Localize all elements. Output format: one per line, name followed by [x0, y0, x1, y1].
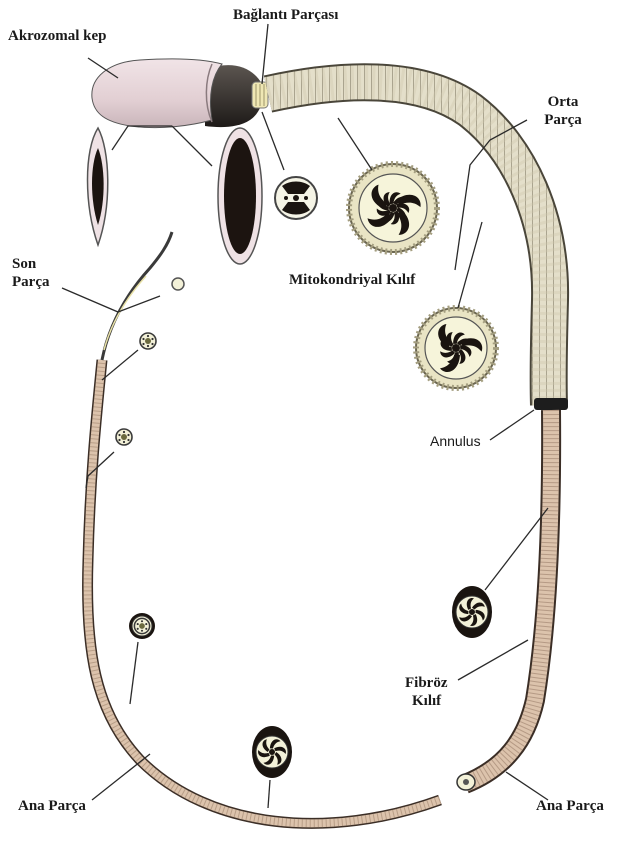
acrosomal-cap [92, 59, 222, 128]
midpiece-section-upper [349, 164, 437, 252]
label-fibroz-kilif-2: Kılıf [412, 693, 441, 710]
label-annulus: Annulus [430, 433, 481, 450]
endpiece-section-1 [172, 278, 184, 290]
endpiece-section-3 [116, 429, 132, 445]
label-fibroz-kilif-1: Fibröz [405, 675, 448, 692]
label-orta-parca-1: Orta [538, 94, 588, 111]
label-baglanti-parcasi: Bağlantı Parçası [233, 7, 338, 24]
head-section-wide [218, 128, 262, 264]
label-son-parca-1: Son [12, 256, 36, 273]
label-ana-parca-left: Ana Parça [18, 798, 86, 815]
sperm-head [92, 59, 264, 128]
principal-section-left [129, 613, 155, 639]
endpiece-section-2 [140, 333, 156, 349]
label-akrozomal-kep: Akrozomal kep [8, 28, 106, 45]
label-orta-parca-2: Parça [538, 112, 588, 129]
principal-section-right [452, 586, 492, 638]
label-mitokondriyal-kilif: Mitokondriyal Kılıf [289, 272, 415, 289]
leader-lines [62, 24, 548, 808]
annulus-ring [534, 398, 568, 410]
principal-section-bottom [252, 726, 292, 778]
connecting-piece [252, 82, 268, 108]
label-son-parca-2: Parça [12, 274, 49, 291]
label-ana-parca-right: Ana Parça [536, 798, 604, 815]
midpiece-section-lower [416, 308, 496, 388]
head-section-narrow [88, 128, 108, 245]
connecting-piece-section [275, 177, 317, 219]
